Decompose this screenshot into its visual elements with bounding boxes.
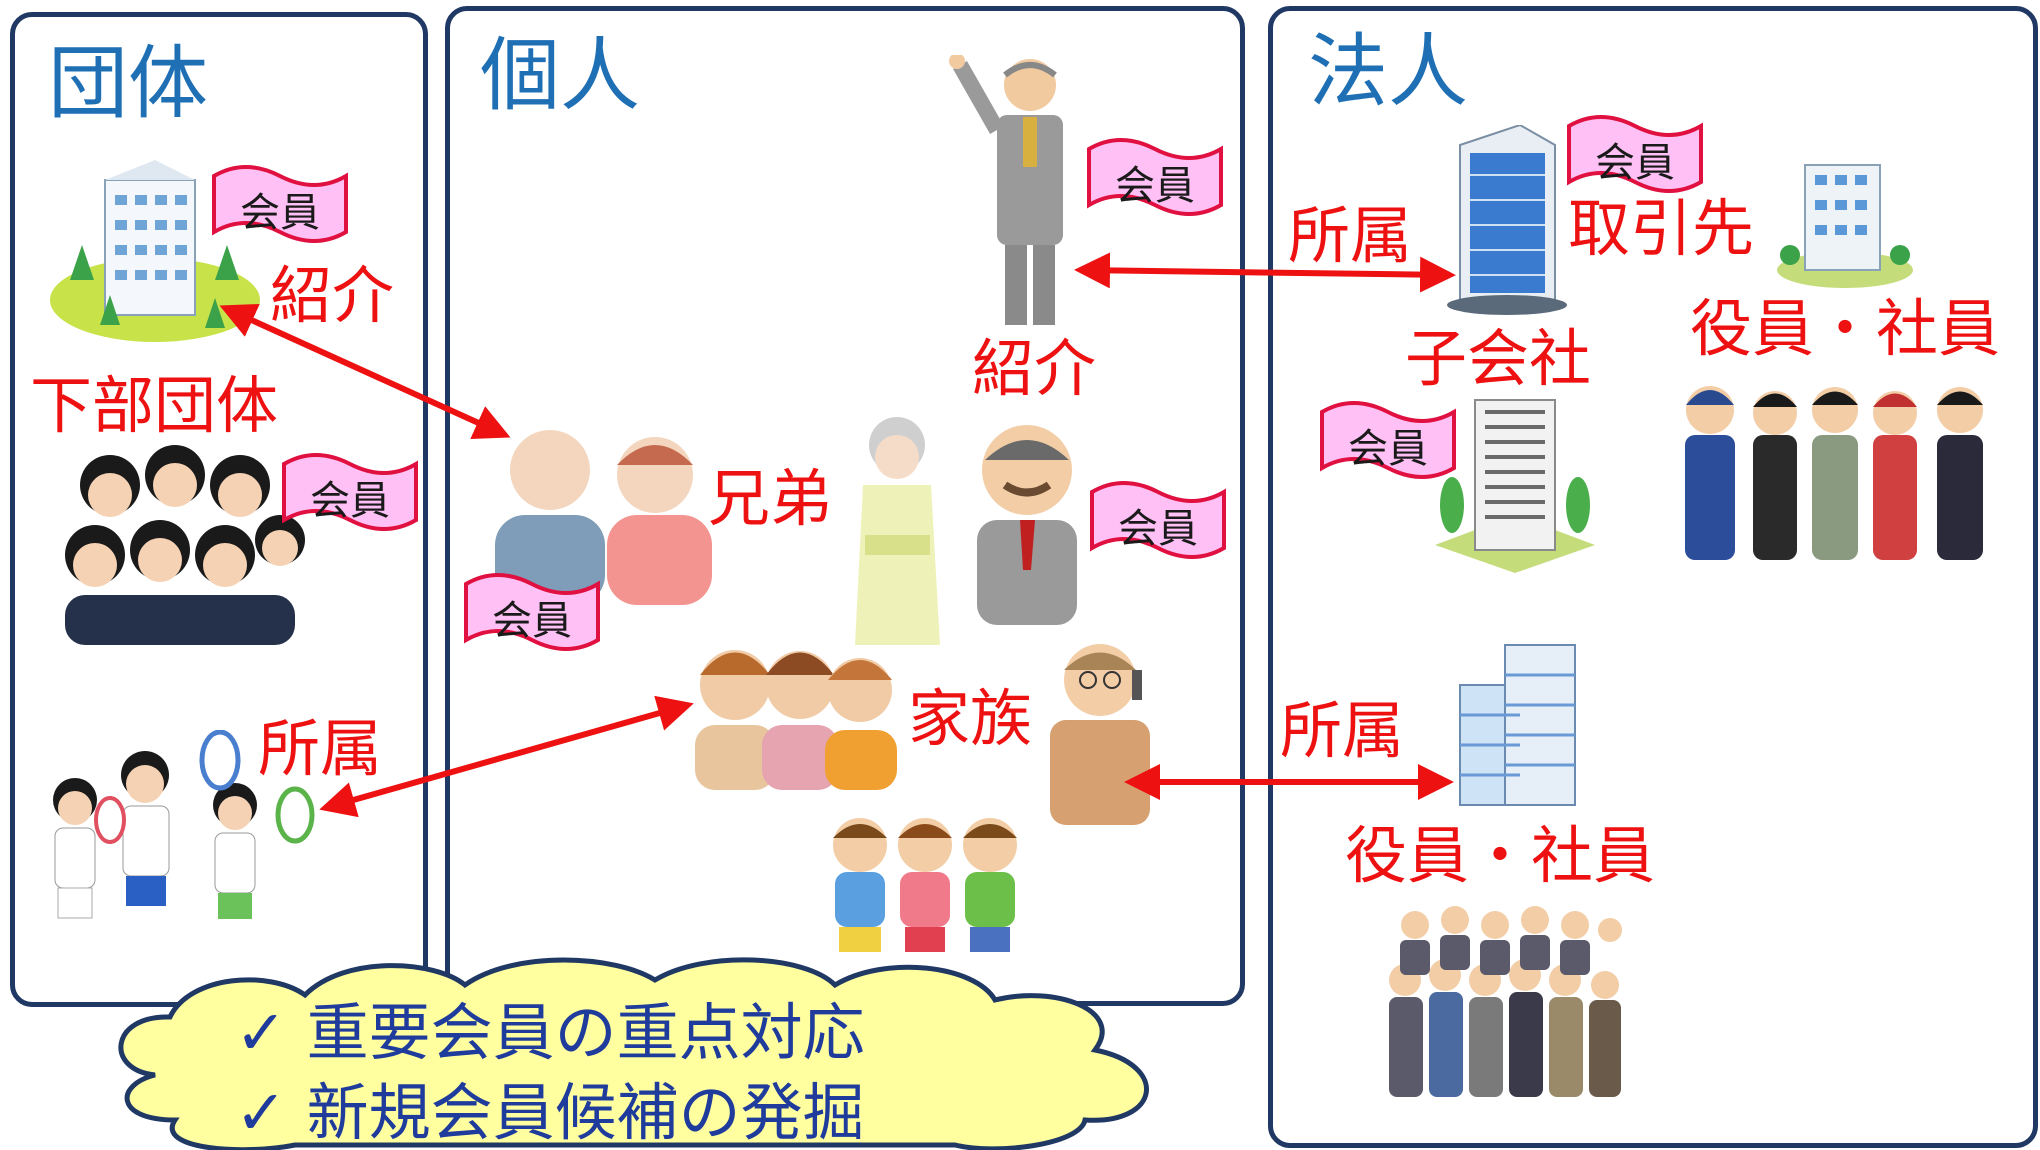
singing-children-illustration	[833, 818, 1017, 952]
label-affiliation-bottom: 所属	[1280, 694, 1405, 767]
workers-illustration	[1685, 386, 1983, 560]
label-affiliation-top: 所属	[1288, 199, 1413, 272]
summary-cloud	[118, 957, 1149, 1150]
label-affiliation-left: 所属	[258, 712, 383, 785]
label-introduce-left: 紹介	[270, 259, 395, 332]
member-flag-label: 会員	[1115, 163, 1195, 209]
member-flag-label: 会員	[1118, 506, 1198, 552]
member-flag-label: 会員	[240, 190, 320, 236]
label-subsidiary: 子会社	[1405, 322, 1592, 395]
member-flag-label: 会員	[492, 598, 572, 644]
member-flag-mustache-man: 会員	[1088, 478, 1228, 560]
kimono-woman-illustration	[855, 417, 940, 645]
label-sub-group: 下部団体	[30, 369, 279, 442]
corporate-panel-title: 法人	[1308, 25, 1468, 118]
client-building-illustration	[1777, 164, 1913, 288]
group-panel-title: 団体	[48, 37, 208, 130]
cloud-line-2: ✓ 新規会員候補の発掘	[235, 1076, 865, 1149]
label-siblings: 兄弟	[708, 462, 833, 535]
office-tower-illustration	[1435, 399, 1595, 573]
member-flag-label: 会員	[1595, 140, 1675, 186]
employee-crowd-illustration	[1389, 906, 1622, 1097]
cloud-line-1: ✓ 重要会員の重点対応	[235, 996, 865, 1069]
family-women-illustration	[695, 650, 897, 790]
group-building-illustration	[50, 160, 260, 342]
member-flag-label: 会員	[310, 478, 390, 524]
label-officers-bottom: 役員・社員	[1345, 819, 1656, 892]
label-family: 家族	[908, 682, 1033, 755]
label-introduce-center: 紹介	[972, 332, 1097, 405]
member-flag-office-tower: 会員	[1318, 398, 1458, 480]
corporate-panel	[1268, 6, 2038, 1148]
label-client: 取引先	[1568, 192, 1755, 265]
member-flag-siblings: 会員	[462, 570, 602, 652]
label-officers-top: 役員・社員	[1690, 292, 2001, 365]
member-flag-businessman: 会員	[1085, 135, 1225, 217]
member-flag-label: 会員	[1348, 426, 1428, 472]
mustache-man-illustration	[977, 425, 1077, 625]
member-flag-subgroup: 会員	[280, 450, 420, 532]
glass-office-illustration	[1459, 644, 1576, 806]
member-flag-group: 会員	[210, 162, 350, 244]
student-crowd-illustration	[65, 445, 305, 645]
businessman-waving-illustration	[949, 55, 1063, 325]
tennis-team-illustration	[53, 730, 315, 919]
member-flag-subsidiary: 会員	[1565, 112, 1705, 194]
individual-panel-title: 個人	[480, 29, 640, 122]
subsidiary-tower-illustration	[1447, 125, 1567, 315]
phone-man-illustration	[1050, 644, 1150, 825]
